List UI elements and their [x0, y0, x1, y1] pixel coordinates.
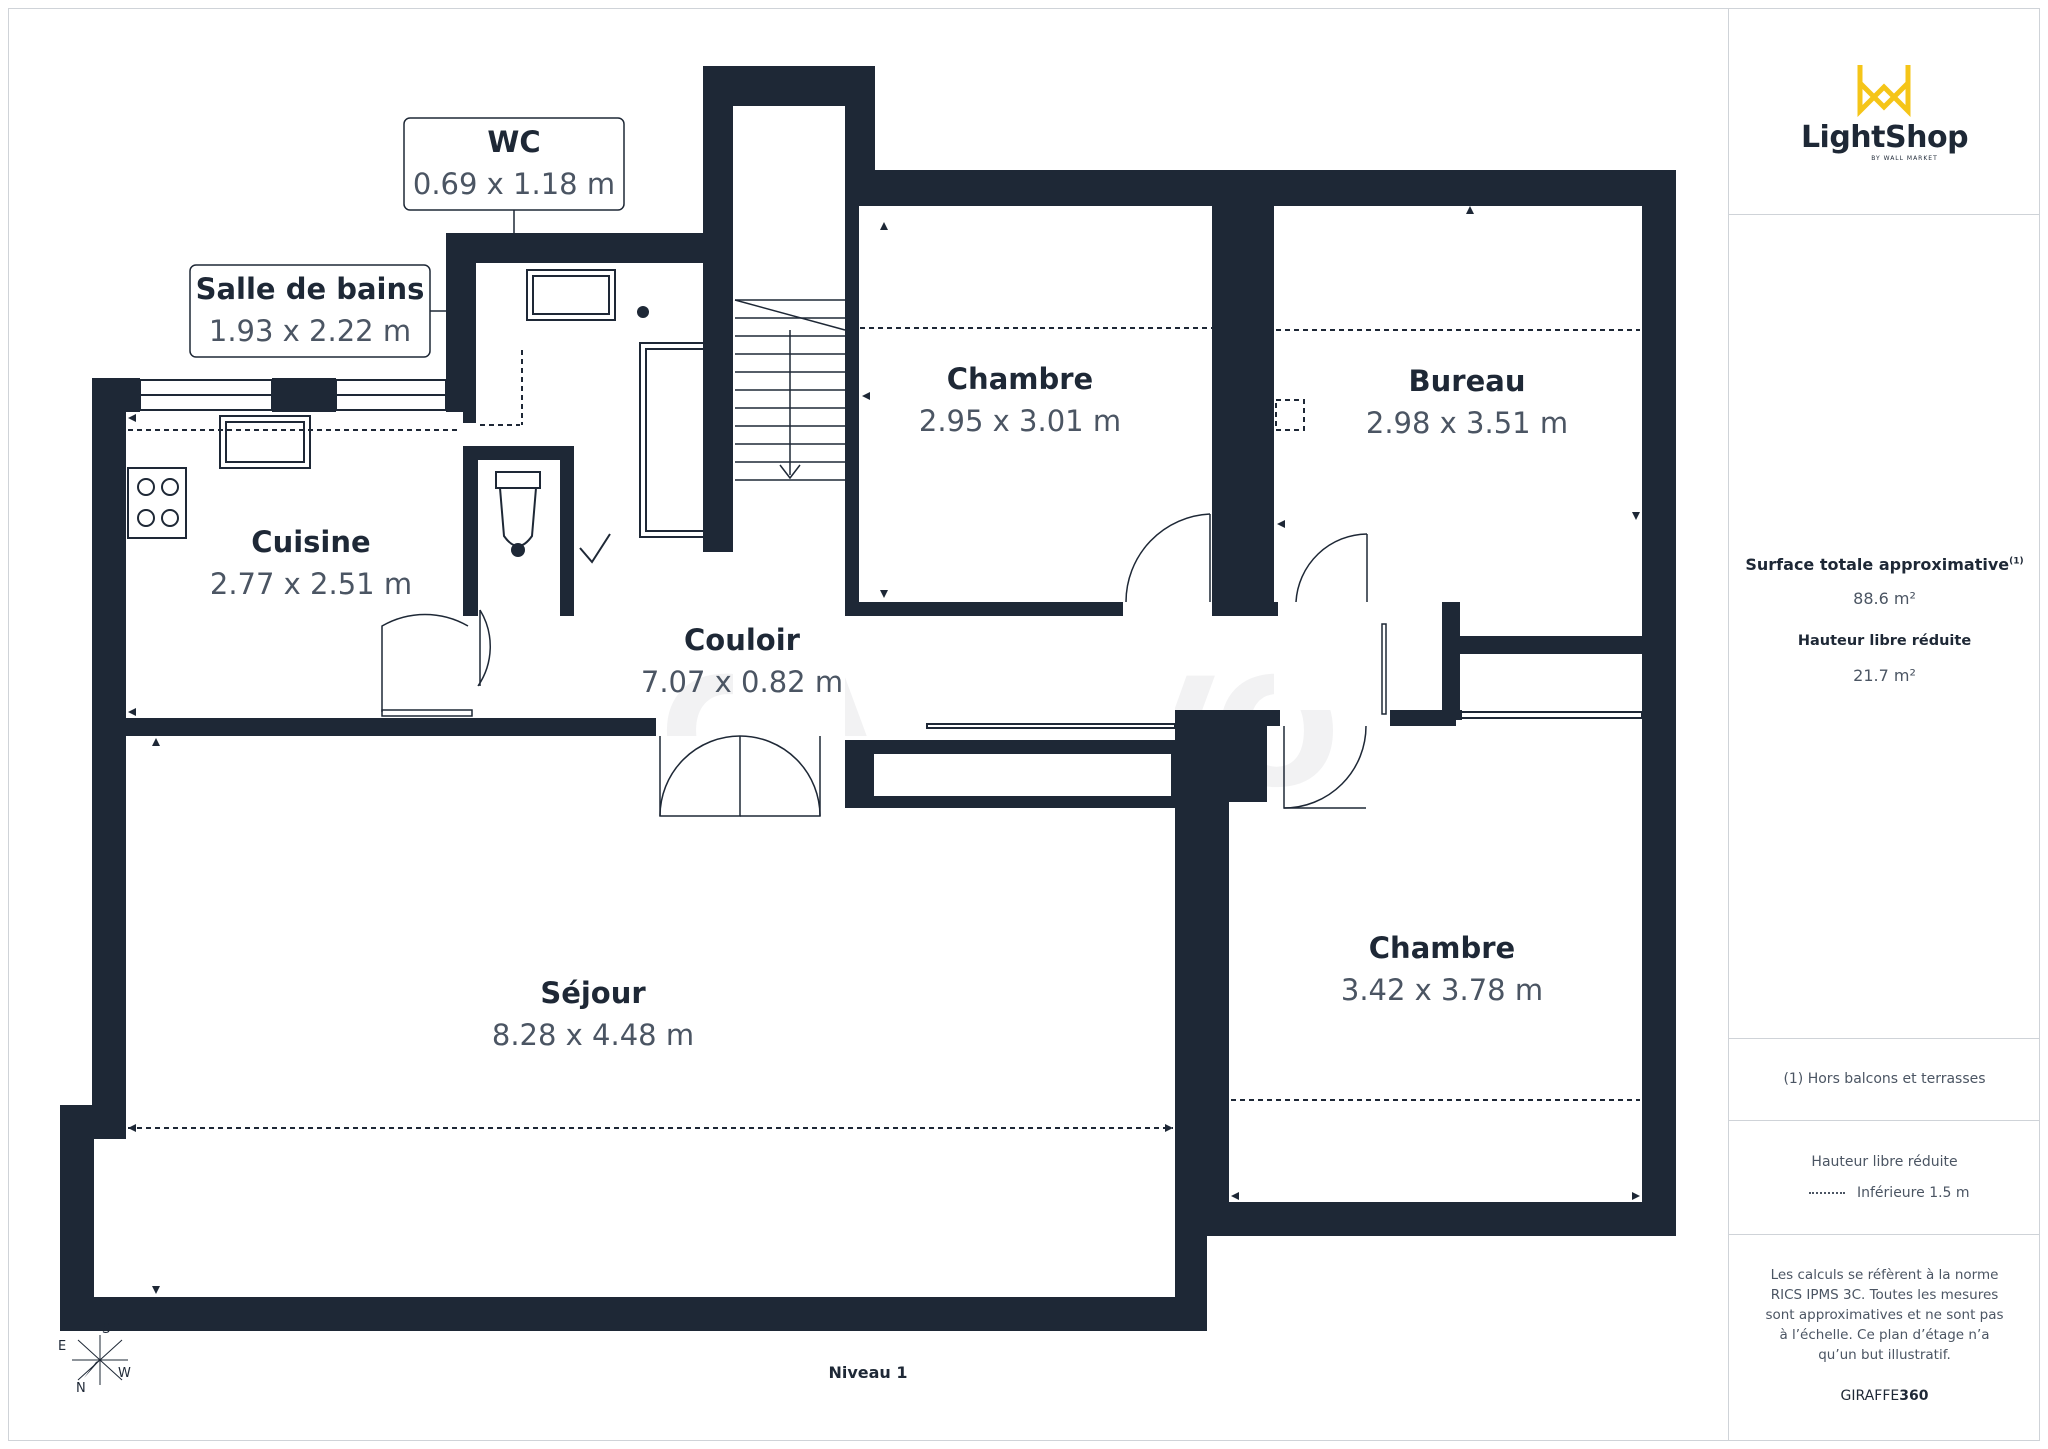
room-name-sdb: Salle de bains: [196, 272, 425, 306]
room-dims-chambre2: 3.42 x 3.78 m: [1341, 973, 1543, 1007]
giraffe360-logo: GIRAFFE360: [1840, 1388, 1929, 1404]
brand-block: LightShop BY WALL MARKET: [1729, 8, 2040, 215]
room-name-wc: WC: [487, 125, 540, 159]
compass-s: S: [102, 1322, 110, 1337]
footnote: (1) Hors balcons et terrasses: [1729, 1039, 2040, 1121]
compass-icon: E S W N: [58, 1322, 131, 1396]
doors: [381, 513, 1387, 817]
disclaimer: Les calculs se réfèrent à la norme RICS …: [1729, 1235, 2040, 1441]
total-surface-label: Surface totale approximative: [1745, 555, 2010, 574]
dotted-line-icon: [1809, 1192, 1845, 1194]
room-name-sejour: Séjour: [540, 976, 646, 1010]
brand-name: LightShop: [1800, 120, 1969, 155]
disclaimer-text: Les calculs se réfèrent à la norme RICS …: [1765, 1267, 2004, 1363]
room-dims-bureau: 2.98 x 3.51 m: [1366, 406, 1568, 440]
reduced-height-value: 21.7 m²: [1853, 666, 1916, 685]
stairs: [734, 299, 846, 481]
level-label: Niveau 1: [828, 1363, 907, 1382]
total-surface-note: (1): [2009, 556, 2024, 567]
room-name-chambre1: Chambre: [947, 362, 1093, 396]
page-frame: [8, 8, 2040, 1441]
lightshop-logo-icon: [1857, 65, 1911, 117]
room-dims-sdb: 1.93 x 2.22 m: [209, 314, 411, 348]
room-name-chambre2: Chambre: [1369, 931, 1515, 965]
brand-tagline: BY WALL MARKET: [1871, 155, 1938, 162]
reduced-height-lines: [128, 327, 1640, 1129]
compass-n: N: [76, 1381, 86, 1396]
room-name-couloir: Couloir: [684, 623, 801, 657]
legend-row: Inférieure 1.5 m: [1809, 1185, 1970, 1201]
room-dims-cuisine: 2.77 x 2.51 m: [210, 567, 412, 601]
compass-w: W: [118, 1366, 131, 1381]
legend: Hauteur libre réduite Inférieure 1.5 m: [1729, 1121, 2040, 1235]
room-dims-wc: 0.69 x 1.18 m: [413, 167, 615, 201]
sidebar: LightShop BY WALL MARKET Surface totale …: [1728, 8, 2040, 1441]
total-surface-value: 88.6 m²: [1853, 589, 1916, 608]
legend-item: Inférieure 1.5 m: [1857, 1185, 1970, 1201]
surface-summary: Surface totale approximative(1) 88.6 m² …: [1729, 215, 2040, 1039]
compass-e: E: [58, 1339, 66, 1354]
room-dims-chambre1: 2.95 x 3.01 m: [919, 404, 1121, 438]
floor-plan: CASAVO: [58, 66, 1676, 1396]
footnote-text: (1) Hors balcons et terrasses: [1783, 1071, 1986, 1087]
windows: [139, 379, 1643, 729]
legend-title: Hauteur libre réduite: [1811, 1154, 1958, 1170]
room-dims-sejour: 8.28 x 4.48 m: [492, 1018, 694, 1052]
room-name-bureau: Bureau: [1409, 364, 1526, 398]
room-name-cuisine: Cuisine: [251, 525, 370, 559]
room-dims-couloir: 7.07 x 0.82 m: [641, 665, 843, 699]
reduced-height-label: Hauteur libre réduite: [1797, 633, 1972, 649]
